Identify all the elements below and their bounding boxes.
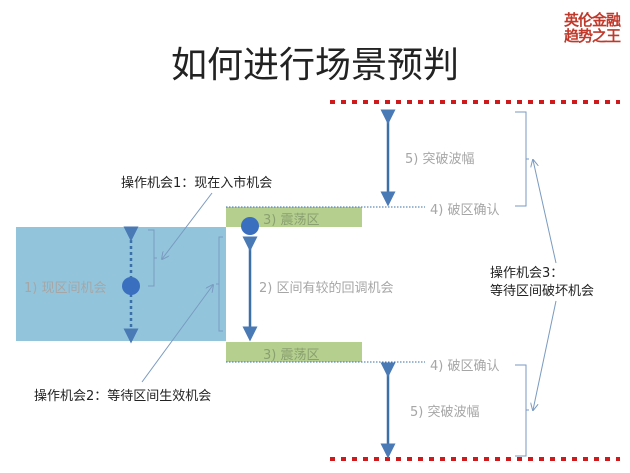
logo-line1: 英伦金融 xyxy=(563,11,621,29)
label-oscillation-bottom: 3) 震荡区 xyxy=(263,348,320,363)
label-breakout-top: 5) 突破波幅 xyxy=(405,152,475,167)
bracket-op1 xyxy=(148,229,157,287)
opportunity-1: 操作机会1：现在入市机会 xyxy=(121,176,273,191)
opportunity-3-line2: 等待区间破坏机会 xyxy=(490,284,595,299)
label-pullback: 2) 区间有较的回调机会 xyxy=(259,281,394,296)
label-breakout-bottom: 5) 突破波幅 xyxy=(410,405,480,420)
label-break-confirm-bottom: 4) 破区确认 xyxy=(430,359,500,374)
label-break-confirm-top: 4) 破区确认 xyxy=(430,203,500,218)
oscillation-band-top xyxy=(226,207,362,227)
pullback-dot xyxy=(241,217,259,235)
opportunity-3-line1: 操作机会3： xyxy=(490,266,564,281)
entry-dot xyxy=(122,277,140,295)
opportunity-3: 操作机会3： 等待区间破坏机会 xyxy=(490,265,594,301)
bracket-op3-bottom xyxy=(515,364,529,457)
pointer-op2 xyxy=(141,285,213,383)
oscillation-band-bottom xyxy=(226,342,362,362)
label-oscillation-top: 3) 震荡区 xyxy=(263,213,320,228)
bracket-op3-top xyxy=(515,111,529,207)
brand-logo: 英伦金融 趋势之王 xyxy=(563,11,621,45)
page-title: 如何进行场景预判 xyxy=(170,45,459,86)
pointer-op3-top xyxy=(533,160,557,264)
label-current-range: 1) 现区间机会 xyxy=(24,281,107,296)
pointer-op3-bottom xyxy=(533,300,557,410)
current-range-box xyxy=(16,227,226,341)
bracket-op2 xyxy=(216,236,223,332)
opportunity-2: 操作机会2：等待区间生效机会 xyxy=(34,389,212,404)
pointer-op1 xyxy=(162,192,213,259)
logo-line2: 趋势之王 xyxy=(563,27,621,45)
